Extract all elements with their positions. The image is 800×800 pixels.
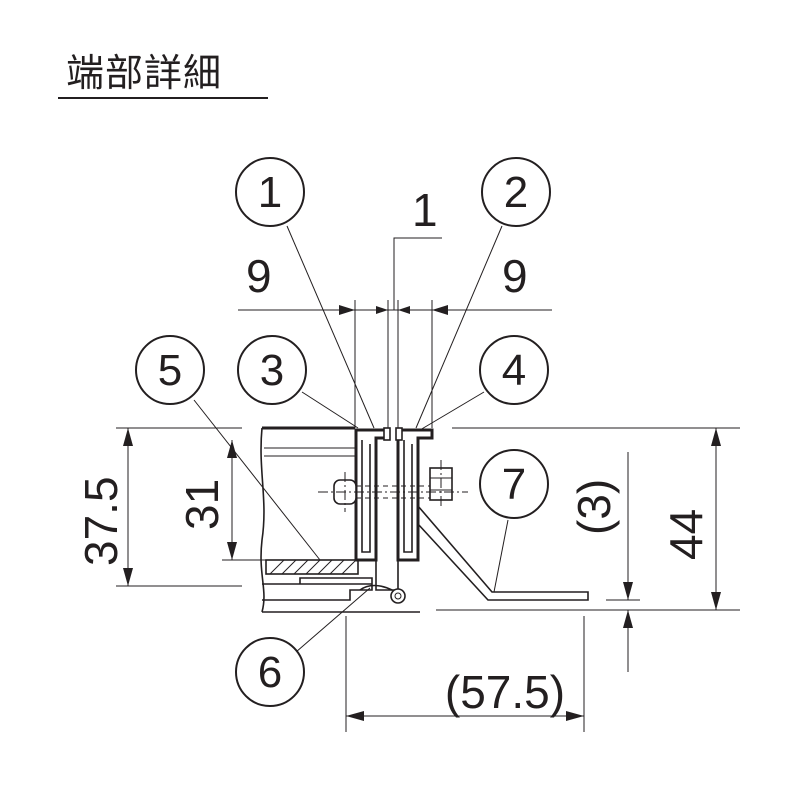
bracket-profile: [417, 505, 589, 601]
callout-2: 2: [481, 157, 551, 227]
dim-bottom-width: (57.5): [445, 666, 565, 718]
drawing-title: 端部詳細: [66, 51, 223, 95]
channel-shoe: [375, 560, 399, 591]
svg-text:2: 2: [504, 168, 528, 217]
svg-text:6: 6: [258, 648, 282, 697]
callout-1: 1: [235, 157, 305, 227]
callout-6: 6: [235, 637, 305, 707]
callout-leaders: [193, 225, 509, 653]
callout-3: 3: [237, 335, 307, 405]
board-hatching: [269, 559, 357, 575]
seal-roll-core: [394, 592, 402, 600]
dim-bottom-offset: (3): [568, 479, 620, 535]
callout-7: 7: [479, 449, 549, 519]
title-underline: [58, 97, 268, 99]
left-panel: [260, 426, 420, 613]
svg-text:7: 7: [502, 460, 526, 509]
svg-text:3: 3: [260, 346, 284, 395]
dim-left-width: 9: [246, 250, 272, 302]
gasket-right: [395, 427, 403, 441]
callout-5: 5: [135, 335, 205, 405]
joint-channels: [354, 427, 434, 604]
right-channel: [396, 428, 434, 562]
panel-board: [265, 559, 359, 575]
base-channel: [262, 577, 373, 601]
dim-overall-left-height: 37.5: [75, 476, 127, 566]
dim-gap-width: 1: [412, 184, 438, 236]
dim-right-width: 9: [502, 250, 528, 302]
extension-lines: [116, 300, 740, 732]
angle-bracket: [417, 505, 589, 601]
left-channel: [354, 428, 388, 562]
left-channel-inner: [361, 440, 371, 553]
seal-strip: [359, 584, 393, 591]
dimension-labels: 9 9 1 (57.5) 37.5 31 44 (3): [75, 184, 712, 718]
right-channel-inner: [403, 440, 413, 553]
svg-text:1: 1: [258, 168, 282, 217]
dim-overall-right-height: 44: [660, 509, 712, 560]
dim-inner-left-height: 31: [176, 479, 228, 530]
callout-4: 4: [479, 335, 549, 405]
gasket-left: [383, 427, 391, 441]
svg-text:5: 5: [158, 346, 182, 395]
svg-text:4: 4: [502, 346, 526, 395]
panel-break-line: [260, 427, 265, 613]
bolt-assembly: [318, 460, 468, 512]
